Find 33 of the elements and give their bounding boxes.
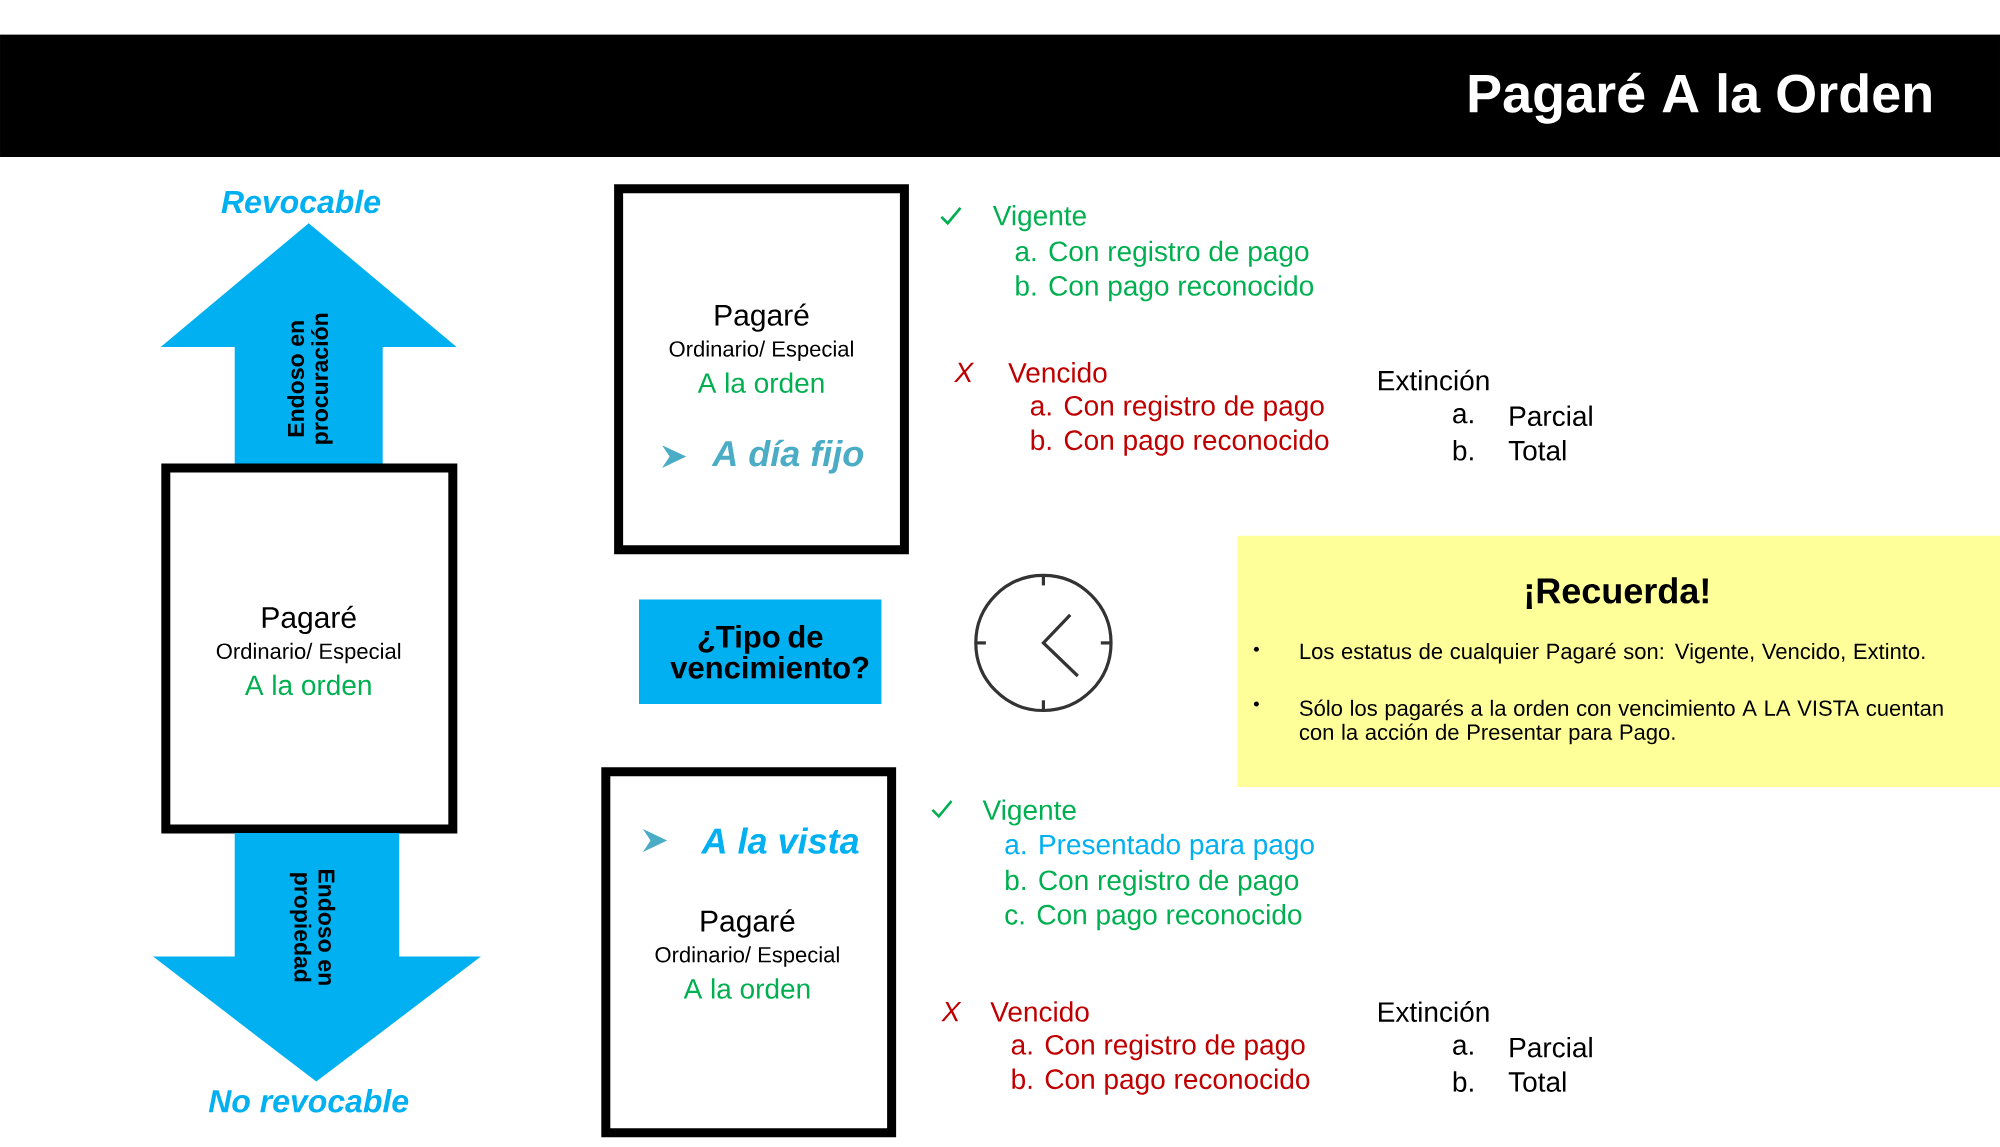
list-item: Total bbox=[1508, 1071, 1566, 1092]
list-item: b. bbox=[1453, 1071, 1473, 1092]
list-item: Parcial bbox=[1510, 405, 1592, 427]
list-item: b. Con pago reconocido bbox=[1031, 429, 1329, 456]
list-item: Vencido bbox=[1008, 362, 1107, 383]
list-item: b. Con pago reconocido bbox=[1012, 1068, 1310, 1095]
document-box: A la vista Pagaré Ordinario/ Especial A la orden bbox=[601, 767, 897, 1138]
list-item: Parcial bbox=[1510, 1036, 1592, 1058]
arrow-caption: No revocable bbox=[208, 1089, 409, 1113]
list-item: a. Presentado para pago bbox=[1005, 833, 1314, 860]
cross-mark: X bbox=[941, 1001, 962, 1022]
list-item: a. Con registro de pago bbox=[1011, 1034, 1305, 1061]
list-item: a. Con registro de pago bbox=[1030, 395, 1324, 422]
list-item: b. Con registro de pago bbox=[1006, 869, 1299, 896]
document-box: Pagaré Ordinario/ Especial A la orden A día fijo bbox=[614, 184, 909, 555]
list-item: b. bbox=[1453, 440, 1473, 461]
question-box: ¿Tipo de vencimiento? bbox=[639, 599, 882, 705]
arrow-caption: Revocable bbox=[221, 189, 381, 214]
cross-mark: X bbox=[954, 362, 975, 383]
note-box: ¡Recuerda! Los estatus de cualquier Pagaré son: Vigente, Vencido, Extinto. Sólo los pagarés a la orden con vencimiento A LA VISTA cuentan con la acción de Presentar para Pago. bbox=[1237, 535, 2000, 787]
list-item: Extinción bbox=[1379, 1001, 1489, 1022]
document-box: Pagaré Ordinario/ Especial A la orden bbox=[161, 463, 458, 834]
list-item: Vigente bbox=[982, 799, 1076, 826]
list-item: c. Con pago reconocido bbox=[1005, 904, 1302, 931]
list-item: Total bbox=[1508, 440, 1566, 461]
header-band: Pagaré A la Orden bbox=[0, 34, 2000, 157]
list-item: Vigente bbox=[992, 205, 1086, 232]
list-item: Extinción bbox=[1379, 369, 1489, 391]
list-item: b. Con pago reconocido bbox=[1016, 275, 1314, 302]
list-item: a. bbox=[1453, 1039, 1473, 1055]
list-item: a. bbox=[1453, 408, 1473, 424]
list-item: Vencido bbox=[990, 1001, 1089, 1022]
list-item: a. Con registro de pago bbox=[1015, 240, 1309, 267]
